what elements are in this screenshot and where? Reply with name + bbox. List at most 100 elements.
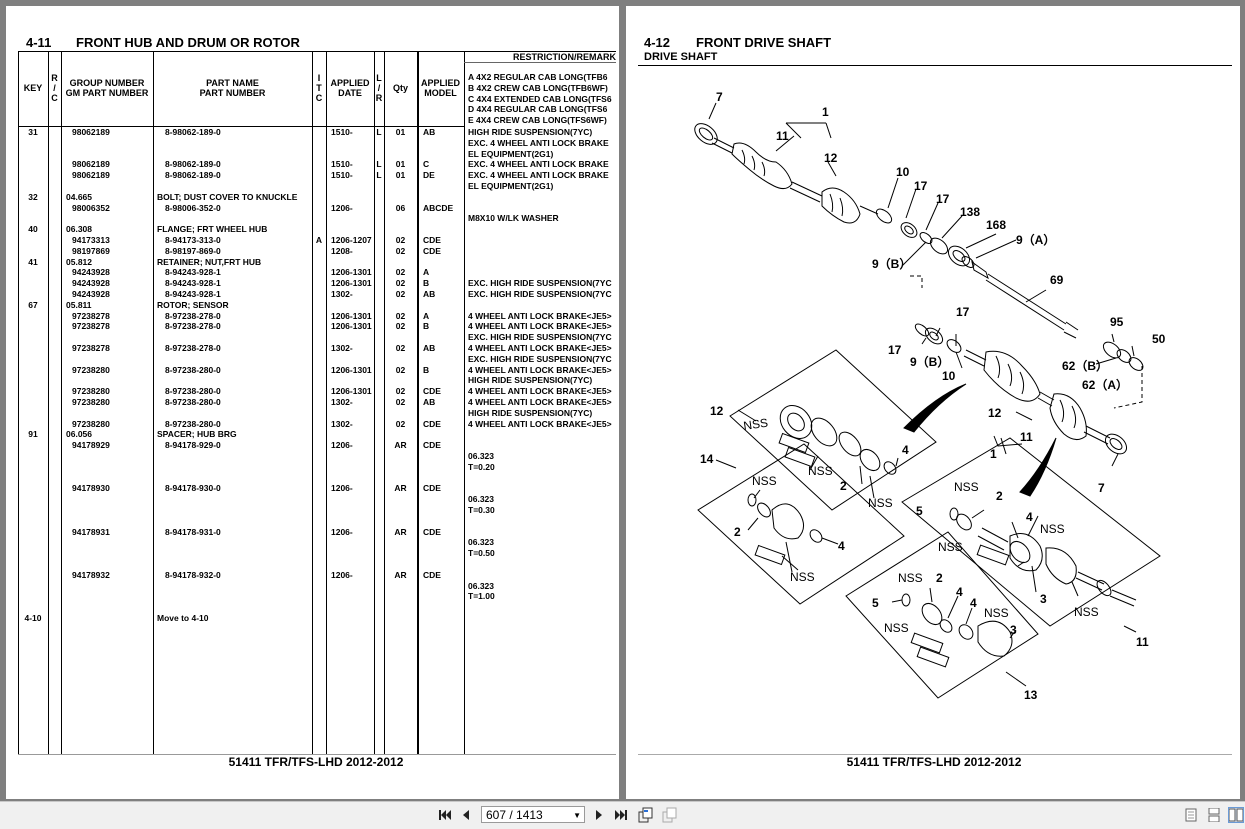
callout-9b: 9（B） xyxy=(872,256,911,271)
row-part: RETAINER; NUT,FRT HUB xyxy=(157,256,262,267)
callout-17: 17 xyxy=(956,305,970,319)
row-group-number: 98062189 xyxy=(72,159,110,170)
callout-10: 10 xyxy=(896,165,910,179)
model-legend-line: E 4X4 CREW CAB LONG(TFS6WF) xyxy=(468,115,607,126)
callout-3: 3 xyxy=(1040,592,1047,606)
row-key: 67 xyxy=(28,299,38,310)
row-remark: 06.323 xyxy=(468,451,494,461)
row-qty: 01 xyxy=(395,170,406,181)
callout-17: 17 xyxy=(936,192,950,206)
callout-7: 7 xyxy=(716,90,723,104)
row-group-number: 98062189 xyxy=(72,127,110,137)
row-applied-date: 1510- xyxy=(331,127,353,137)
nss-label: NSS xyxy=(954,480,979,494)
row-qty: 06 xyxy=(395,202,406,213)
first-page-button[interactable] xyxy=(437,807,453,823)
next-page-button[interactable] xyxy=(591,807,607,823)
row-key: 40 xyxy=(28,224,38,235)
row-applied-model: A xyxy=(423,310,430,321)
row-group-number: 04.665 xyxy=(66,191,92,202)
row-applied-date: 1302- xyxy=(331,343,353,353)
callout-95: 95 xyxy=(1110,315,1124,329)
two-page-icon xyxy=(1229,808,1243,822)
row-applied-date: 1206-1301 xyxy=(331,321,372,332)
callout-1: 1 xyxy=(822,105,829,119)
callout-138: 138 xyxy=(960,205,980,219)
row-key: 4-10 xyxy=(24,613,42,623)
row-remark: HIGH RIDE SUSPENSION(7YC) xyxy=(468,407,593,418)
continuous-view-button[interactable] xyxy=(1206,807,1222,823)
row-qty: 01 xyxy=(395,159,406,170)
row-applied-model: B xyxy=(423,278,430,289)
row-qty: 01 xyxy=(395,127,406,137)
section-number: 4-12 xyxy=(644,35,671,50)
row-applied-model: A xyxy=(423,267,430,278)
two-page-view-button[interactable] xyxy=(1228,807,1244,823)
header-key: KEY xyxy=(23,83,43,93)
row-qty: 02 xyxy=(395,418,406,429)
row-remark: EL EQUIPMENT(2G1) xyxy=(468,148,554,159)
callout-62b: 62（B） xyxy=(1062,358,1108,373)
row-part: 8-94173-313-0 xyxy=(165,235,221,245)
go-back-button[interactable] xyxy=(638,807,654,823)
row-remark: EXC. 4 WHEEL ANTI LOCK BRAKE xyxy=(468,137,609,148)
callout-2: 2 xyxy=(840,479,847,493)
row-applied-model: DE xyxy=(423,170,435,181)
single-page-view-button[interactable] xyxy=(1183,807,1199,823)
row-applied-model: CDE xyxy=(423,235,441,245)
row-applied-model: CDE xyxy=(423,440,441,451)
row-applied-date: 1206-1301 xyxy=(331,278,372,289)
header-applied-model: APPLIED MODEL xyxy=(420,78,460,98)
row-part: 8-94243-928-1 xyxy=(165,278,221,289)
row-applied-model: C xyxy=(423,159,430,170)
last-page-button[interactable] xyxy=(613,807,629,823)
header-restriction: RESTRICTION/REMARK xyxy=(513,52,616,62)
page-indicator: 607 / 1413 xyxy=(486,808,543,822)
column-divider xyxy=(48,51,49,754)
go-forward-button[interactable] xyxy=(662,807,678,823)
row-applied-model: CDE xyxy=(423,418,441,429)
column-divider xyxy=(374,51,375,754)
model-legend-line: A 4X2 REGULAR CAB LONG(TFB6 xyxy=(468,72,608,82)
row-group-number: 97238278 xyxy=(72,343,110,353)
model-legend-line: B 4X2 CREW CAB LONG(TFB6WF) xyxy=(468,82,608,93)
row-group-number: 94243928 xyxy=(72,267,110,278)
header-applied-date: APPLIED DATE xyxy=(330,78,370,98)
page-number-field[interactable]: 607 / 1413 ▼ xyxy=(481,806,585,823)
row-group-number: 97238280 xyxy=(72,386,110,397)
row-group-number: 06.056 xyxy=(66,429,92,440)
row-remark: 06.323 xyxy=(468,580,494,591)
row-remark: 4 WHEEL ANTI LOCK BRAKE<JE5> xyxy=(468,343,612,353)
drive-shaft-exploded-diagram: 7 1 11 12 10 17 17 138 168 9（A） 9（B） 69 … xyxy=(694,90,1166,702)
first-page-icon xyxy=(439,810,451,820)
nss-label: NSS xyxy=(884,621,909,635)
row-part: 8-98006-352-0 xyxy=(165,202,221,213)
nss-label: NSS xyxy=(808,464,833,478)
row-part: 8-97238-280-0 xyxy=(165,386,221,397)
row-group-number: 97238278 xyxy=(72,321,110,332)
callout-4: 4 xyxy=(1026,510,1033,524)
row-part: 8-94243-928-1 xyxy=(165,267,221,278)
row-group-number: 94178931 xyxy=(72,526,110,537)
row-remark: EXC. HIGH RIDE SUSPENSION(7YC xyxy=(468,332,612,343)
row-part: 8-98197-869-0 xyxy=(165,245,221,256)
column-divider xyxy=(18,51,19,754)
row-remark: EXC. HIGH RIDE SUSPENSION(7YC xyxy=(468,278,612,289)
row-part: BOLT; DUST COVER TO KNUCKLE xyxy=(157,191,298,202)
callout-11: 11 xyxy=(776,129,789,143)
row-group-number: 97238280 xyxy=(72,418,110,429)
nss-label: NSS xyxy=(868,496,893,510)
viewer-toolbar: 607 / 1413 ▼ xyxy=(0,801,1245,829)
row-group-number: 05.812 xyxy=(66,256,92,267)
row-group-number: 97238280 xyxy=(72,397,110,407)
row-part: 8-97238-278-0 xyxy=(165,310,221,321)
row-part: 8-97238-280-0 xyxy=(165,364,221,375)
column-divider xyxy=(384,51,385,754)
callout-11: 11 xyxy=(1020,430,1033,444)
nss-label: NSS xyxy=(752,474,777,488)
row-group-number: 94173313 xyxy=(72,235,110,245)
row-applied-date: 1302- xyxy=(331,397,353,407)
previous-page-button[interactable] xyxy=(458,807,474,823)
callout-9a: 9（A） xyxy=(1016,232,1055,247)
